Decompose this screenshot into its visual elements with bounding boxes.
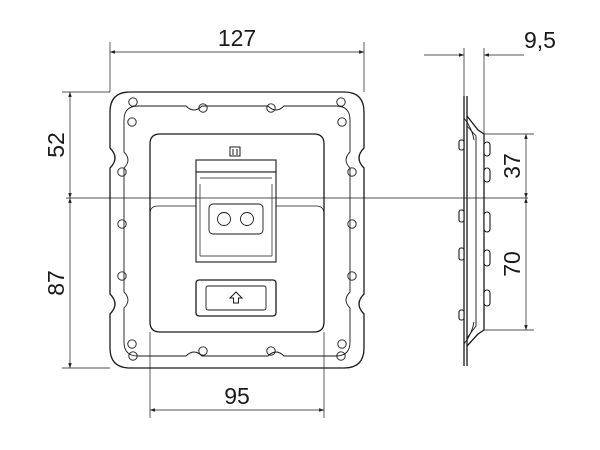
label-lower-height: 87 — [43, 270, 69, 296]
push-button-frame — [195, 279, 277, 317]
hole — [128, 351, 138, 361]
handle-hinge — [195, 159, 277, 173]
hole — [117, 219, 127, 229]
hole — [128, 97, 138, 107]
recess-pan — [149, 133, 325, 333]
latch-handle — [195, 159, 277, 263]
handle-body — [195, 171, 277, 263]
hole — [336, 351, 346, 361]
inner-flange — [123, 105, 351, 357]
rivet — [483, 167, 491, 183]
push-button-face — [205, 285, 267, 311]
hole — [337, 339, 347, 349]
hole — [117, 167, 127, 177]
label-width-total: 127 — [218, 25, 256, 51]
hole — [117, 271, 127, 281]
hole — [127, 339, 137, 349]
side-view — [458, 96, 491, 366]
outer-plate — [109, 91, 365, 369]
dimension-lines — [62, 42, 534, 418]
hole — [127, 117, 137, 127]
hole — [347, 219, 357, 229]
rivet-front — [458, 209, 465, 223]
label-inner-width: 95 — [224, 383, 250, 409]
dimension-labels: 127 9,5 52 87 95 37 70 — [43, 25, 556, 409]
side-pan-inner — [466, 125, 477, 339]
arrow-up-icon — [228, 291, 244, 304]
hole — [336, 97, 346, 107]
hole — [347, 271, 357, 281]
hole — [198, 346, 208, 356]
hole — [347, 167, 357, 177]
rivet-front — [458, 247, 465, 261]
rivet — [483, 249, 491, 267]
hole — [266, 346, 276, 356]
label-side-lower: 70 — [499, 251, 525, 277]
hole — [337, 117, 347, 127]
side-pan-profile — [466, 115, 485, 347]
side-rivets — [458, 139, 491, 321]
lock-plate — [208, 203, 264, 235]
rivet — [483, 141, 491, 157]
rivet — [483, 289, 491, 307]
push-button — [195, 279, 277, 317]
rivet-front — [458, 309, 465, 321]
lock-hole — [240, 212, 254, 226]
hole — [198, 103, 208, 113]
side-rim — [463, 117, 475, 345]
rivet-front — [458, 139, 465, 151]
mounting-holes — [117, 97, 357, 361]
lock-hole — [217, 212, 231, 226]
label-depth-total: 9,5 — [524, 27, 556, 53]
label-side-upper: 37 — [499, 153, 525, 179]
rivet — [483, 211, 491, 233]
front-view — [66, 91, 528, 369]
label-upper-height: 52 — [43, 132, 69, 158]
hole — [266, 103, 276, 113]
padlock-icon — [229, 146, 241, 157]
